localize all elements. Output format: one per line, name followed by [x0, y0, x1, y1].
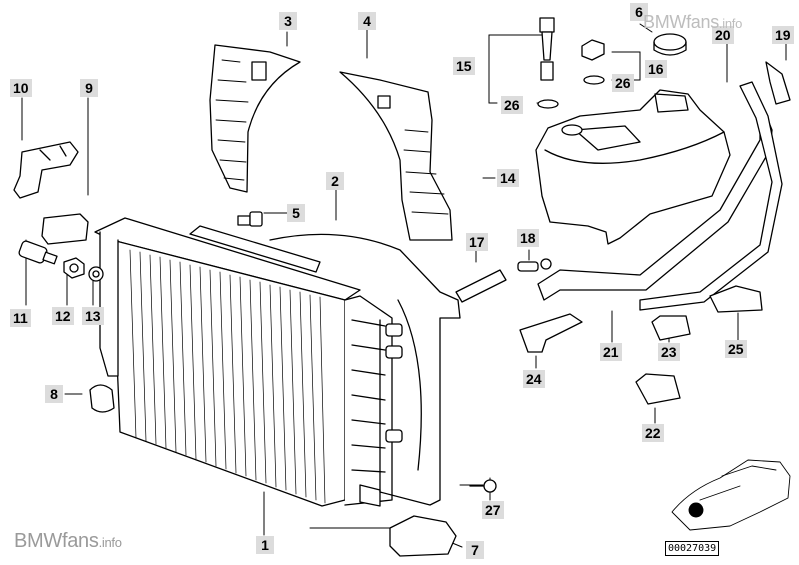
- callout-21: 21: [600, 343, 622, 361]
- fan-cowl-part-3: [209, 44, 301, 193]
- vent-screw-part-15: [539, 17, 555, 81]
- callout-5: 5: [287, 204, 305, 222]
- bracket-part-7: [389, 515, 457, 557]
- watermark-top-brand: BMWfans: [643, 12, 719, 32]
- callout-23: 23: [658, 343, 680, 361]
- washer-part-26: [537, 75, 605, 109]
- radiator-part-1: [94, 217, 403, 507]
- hose-part-20: [639, 81, 783, 311]
- callout-26-left: 26: [501, 96, 523, 114]
- callout-22: 22: [642, 424, 664, 442]
- watermark-top: BMWfans.info: [643, 12, 742, 33]
- callout-9: 9: [80, 79, 98, 97]
- callout-19: 19: [772, 26, 794, 44]
- callout-2: 2: [326, 172, 344, 190]
- temp-sensor-part-11: [18, 240, 58, 265]
- callout-14: 14: [497, 169, 519, 187]
- car-location-thumbnail-drawing: [671, 459, 791, 531]
- callout-8: 8: [45, 385, 63, 403]
- callout-24: 24: [523, 370, 545, 388]
- callout-17: 17: [466, 233, 488, 251]
- callout-16: 16: [645, 60, 667, 78]
- callout-6: 6: [630, 3, 648, 21]
- pad-part-9: [41, 213, 89, 245]
- watermark-top-suffix: .info: [718, 16, 742, 31]
- clip-part-25: [709, 285, 763, 313]
- nut-part-12: [63, 257, 85, 279]
- nut-part-16: [581, 39, 605, 61]
- clip-part-24: [519, 313, 583, 353]
- callout-1: 1: [256, 536, 274, 554]
- callout-26-top: 26: [612, 74, 634, 92]
- clip-part-23: [651, 315, 691, 341]
- fan-shroud-part-2: [269, 233, 461, 506]
- callout-27: 27: [482, 501, 504, 519]
- callout-12: 12: [52, 307, 74, 325]
- rubber-mount-part-8: [89, 384, 115, 413]
- watermark-bottom-suffix: .info: [98, 535, 122, 550]
- callout-25: 25: [725, 340, 747, 358]
- callout-11: 11: [10, 309, 31, 327]
- callout-13: 13: [82, 307, 104, 325]
- hose-part-17: [455, 269, 507, 303]
- callout-18: 18: [517, 229, 539, 247]
- callout-7: 7: [466, 541, 484, 559]
- clip-part-22: [635, 373, 681, 405]
- watermark-bottom: BMWfans.info: [14, 530, 122, 553]
- callout-15: 15: [453, 57, 475, 75]
- hose-clamp-part-18: [517, 258, 552, 272]
- callout-3: 3: [279, 12, 297, 30]
- cap-part-6: [653, 33, 687, 56]
- callout-20: 20: [712, 26, 734, 44]
- callout-4: 4: [358, 12, 376, 30]
- callout-10: 10: [10, 79, 32, 97]
- bolt-part-5: [237, 211, 263, 227]
- bolt-part-27: [469, 479, 497, 493]
- diagram-reference-code: 00027039: [665, 541, 720, 556]
- hose-part-19: [765, 61, 791, 105]
- expansion-tank-part-14: [535, 89, 731, 245]
- watermark-bottom-brand: BMWfans: [14, 530, 99, 552]
- bracket-part-10: [13, 141, 79, 199]
- washer-part-13: [88, 266, 104, 282]
- fan-cowl-part-4: [339, 71, 453, 241]
